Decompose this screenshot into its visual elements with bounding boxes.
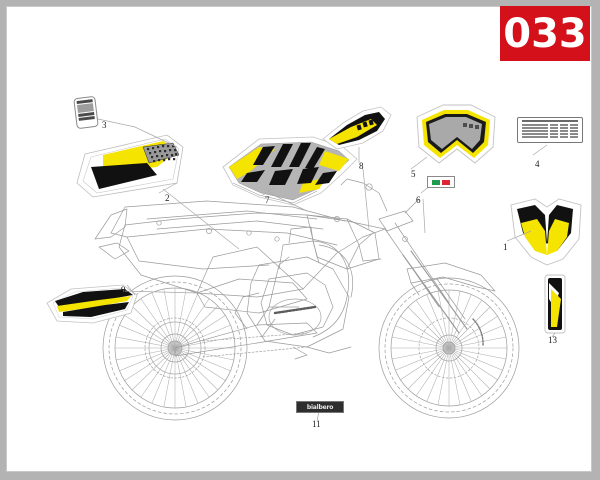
part-5-front-number-plate-decal — [416, 104, 496, 164]
callout-3: 3 — [102, 120, 107, 130]
flag-red-block — [442, 179, 450, 185]
part-1-front-fender-decal — [510, 198, 582, 266]
callout-7: 7 — [265, 195, 270, 205]
callout-6: 6 — [416, 195, 421, 205]
callout-8: 8 — [359, 161, 364, 171]
callout-13: 13 — [548, 335, 557, 345]
part-13-fork-guard-decal — [544, 274, 566, 334]
motorcycle-line-drawing — [94, 178, 520, 421]
part-9-swingarm-decal — [46, 284, 138, 324]
callout-5: 5 — [411, 169, 416, 179]
diagram-sheet: bialbero 1 2 3 4 5 6 7 8 9 11 13 — [6, 6, 592, 472]
callout-4: 4 — [535, 159, 540, 169]
callout-9: 9 — [121, 285, 126, 295]
callout-1: 1 — [503, 242, 508, 252]
part-6-italian-flag-sticker — [427, 176, 455, 188]
part-2-side-panel-decal — [76, 134, 184, 198]
callout-11: 11 — [312, 419, 321, 429]
part-7-radiator-shroud-decal — [222, 136, 358, 206]
part-11-bialbero-badge-decal: bialbero — [296, 401, 344, 413]
callout-2: 2 — [165, 193, 170, 203]
part-8-tank-strip-decal — [322, 106, 392, 150]
decal-parts-layer — [46, 104, 582, 422]
bialbero-text: bialbero — [306, 403, 334, 411]
part-4-tire-pressure-label — [517, 117, 583, 143]
part-3-warning-info-label — [73, 95, 99, 130]
page-number-badge: 033 — [500, 6, 590, 61]
flag-green-block — [432, 179, 440, 185]
leader-lines — [122, 144, 556, 422]
page-number-text: 033 — [503, 10, 587, 57]
